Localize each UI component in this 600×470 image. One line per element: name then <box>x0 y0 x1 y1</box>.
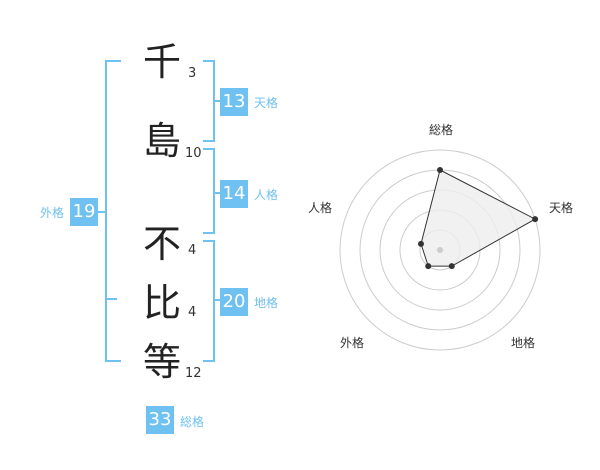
name-char-1: 千 <box>143 40 182 84</box>
gaikaku-bracket <box>105 60 121 362</box>
name-char-5: 等 <box>143 340 182 384</box>
name-char-2: 島 <box>143 119 182 163</box>
chikaku-bracket <box>203 240 215 362</box>
radar-axis-label-tenkaku: 天格 <box>549 201 574 215</box>
radar-point <box>448 263 455 270</box>
radar-axis-label-jinkaku: 人格 <box>308 201 333 215</box>
gaikaku-bracket-divider <box>105 298 117 300</box>
stroke-count-5: 12 <box>185 366 202 381</box>
stroke-count-1: 3 <box>188 66 197 81</box>
jinkaku-label: 人格 <box>254 188 279 202</box>
jinkaku-value-badge: 14 <box>220 180 248 208</box>
gaikaku-value-badge: 19 <box>70 198 98 226</box>
radar-axis-label-chikaku: 地格 <box>511 336 536 350</box>
gaikaku-bracket-pointer <box>97 211 105 213</box>
stroke-count-3: 4 <box>188 243 197 258</box>
jinkaku-bracket <box>203 148 215 234</box>
soukaku-label: 総格 <box>180 415 205 429</box>
radar-point <box>425 263 432 270</box>
radar-chart <box>339 149 541 351</box>
radar-series-polygon <box>420 169 537 267</box>
chikaku-value-badge: 20 <box>220 288 248 316</box>
radar-grid-ring <box>339 149 541 351</box>
chikaku-bracket-pointer <box>213 299 220 301</box>
tenkaku-label: 天格 <box>254 96 279 110</box>
tenkaku-value-badge: 13 <box>220 88 248 116</box>
radar-point <box>417 240 424 247</box>
gaikaku-label: 外格 <box>40 206 65 220</box>
radar-point <box>532 216 539 223</box>
chikaku-label: 地格 <box>254 296 279 310</box>
tenkaku-bracket-pointer <box>213 100 220 102</box>
stroke-count-2: 10 <box>185 146 202 161</box>
radar-axis-label-soukaku: 総格 <box>429 123 454 137</box>
name-char-4: 比 <box>143 281 182 325</box>
radar-center-dot <box>437 247 443 253</box>
name-char-3: 不 <box>143 222 182 266</box>
soukaku-value-badge: 33 <box>146 406 174 434</box>
jinkaku-bracket-pointer <box>213 192 220 194</box>
stroke-count-4: 4 <box>188 305 197 320</box>
radar-axis-label-gaikaku: 外格 <box>340 336 365 350</box>
radar-point <box>437 167 443 173</box>
